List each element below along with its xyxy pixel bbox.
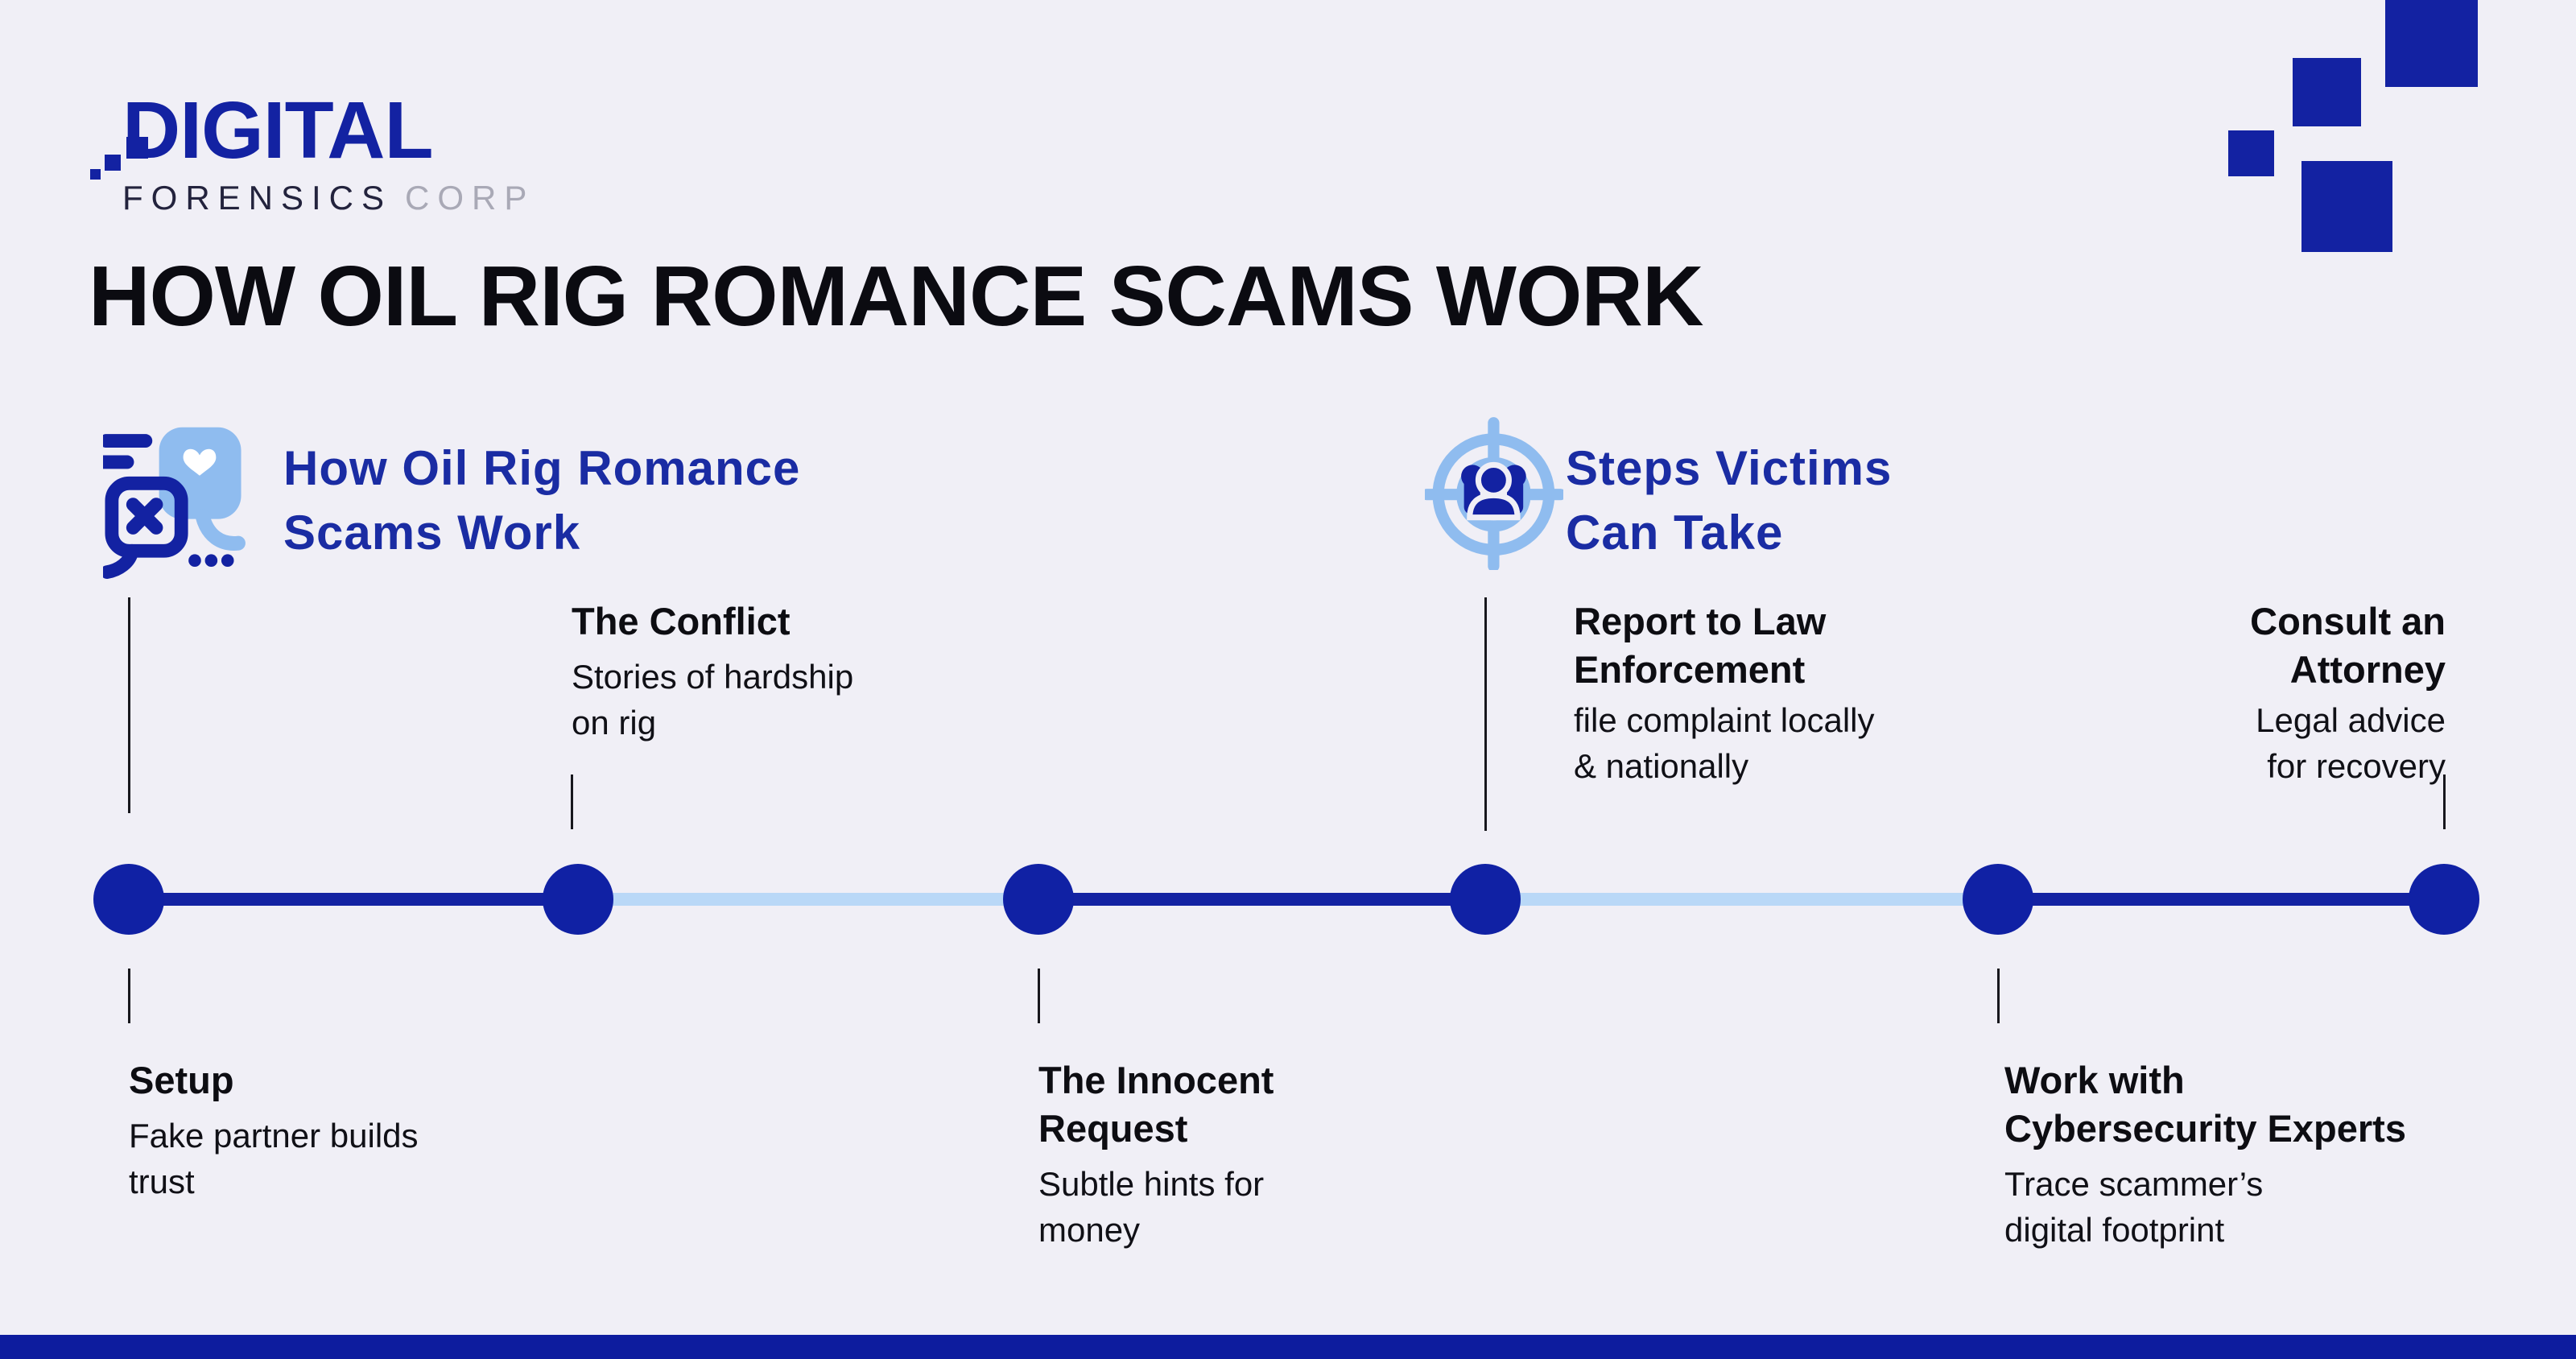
milestone-desc-line1: Legal advice (2256, 701, 2446, 739)
milestone-title-line2: Enforcement (1574, 648, 1806, 691)
section-title-line2: Scams Work (283, 506, 581, 560)
timeline-segment-4 (1485, 893, 1998, 906)
connector-line-attorney (2443, 775, 2446, 829)
logo-wordmark: DIGITAL (90, 85, 535, 180)
connector-line-setup (128, 597, 130, 813)
section-title-how-scams-work: How Oil Rig Romance Scams Work (283, 436, 800, 565)
milestone-desc-line2: money (1038, 1211, 1141, 1249)
crosshair-victim-icon (1425, 417, 1563, 570)
logo-sub-corp: CORP (405, 179, 535, 217)
deco-square-large (2385, 0, 2478, 87)
milestone-title-line2: Cybersecurity Experts (2004, 1107, 2406, 1150)
milestone-title: Setup (129, 1059, 234, 1101)
milestone-desc-line2: & nationally (1574, 747, 1749, 785)
milestone-title-line1: Report to Law (1574, 600, 1827, 642)
logo-word: DIGITAL (122, 85, 434, 176)
connector-line-setup-below (128, 969, 130, 1023)
timeline-node-5 (1963, 864, 2033, 935)
milestone-title: The Conflict (572, 600, 791, 642)
milestone-setup: Setup Fake partner builds trust (129, 1056, 419, 1204)
milestone-desc-line1: Subtle hints for (1038, 1165, 1265, 1203)
connector-line-cyber (1997, 969, 2000, 1023)
deco-square-medium (2293, 58, 2361, 126)
milestone-title-line2: Attorney (2289, 648, 2446, 691)
milestone-desc-line1: Fake partner builds (129, 1117, 419, 1155)
timeline-node-6 (2409, 864, 2479, 935)
timeline-node-2 (543, 864, 613, 935)
milestone-consult-attorney: Consult an Attorney Legal advice for rec… (2250, 597, 2446, 789)
section-title-line1: How Oil Rig Romance (283, 441, 801, 495)
section-title-line1: Steps Victims (1566, 441, 1893, 495)
connector-line-conflict (571, 775, 573, 829)
section-title-steps-victims: Steps Victims Can Take (1566, 436, 1892, 565)
milestone-title-line2: Request (1038, 1107, 1188, 1150)
milestone-desc-line2: for recovery (2267, 747, 2446, 785)
timeline-segment-2 (578, 893, 1038, 906)
timeline-segment-3 (1038, 893, 1485, 906)
logo-sub-forensics: FORENSICS (122, 179, 393, 217)
milestone-cybersecurity-experts: Work with Cybersecurity Experts Trace sc… (2004, 1056, 2406, 1253)
connector-line-request (1038, 969, 1040, 1023)
milestone-desc-line2: on rig (572, 704, 657, 741)
pixel-squares-icon (90, 137, 148, 180)
deco-square-bottom (2301, 161, 2392, 252)
timeline-node-3 (1003, 864, 1074, 935)
milestone-desc-line1: file complaint locally (1574, 701, 1875, 739)
milestone-desc-line1: Trace scammer’s (2004, 1165, 2264, 1203)
page-title: HOW OIL RIG ROMANCE SCAMS WORK (89, 249, 1704, 344)
milestone-title-line1: The Innocent (1038, 1059, 1274, 1101)
chat-heart-block-icon (103, 427, 246, 579)
connector-line-report (1484, 597, 1487, 831)
milestone-title-line1: Consult an (2250, 600, 2446, 642)
deco-square-small (2228, 130, 2274, 176)
logo-subtitle: FORENSICS CORP (122, 179, 535, 217)
milestone-desc-line1: Stories of hardship (572, 658, 854, 696)
milestone-desc-line2: digital footprint (2004, 1211, 2225, 1249)
timeline-node-1 (93, 864, 164, 935)
timeline-segment-1 (129, 893, 578, 906)
milestone-report-law-enforcement: Report to Law Enforcement file complaint… (1574, 597, 1875, 789)
section-title-line2: Can Take (1566, 506, 1784, 560)
footer-accent-bar (0, 1335, 2576, 1359)
timeline-segment-5 (1998, 893, 2444, 906)
milestone-title-line1: Work with (2004, 1059, 2185, 1101)
milestone-desc-line2: trust (129, 1163, 195, 1200)
milestone-innocent-request: The Innocent Request Subtle hints for mo… (1038, 1056, 1274, 1253)
timeline-node-4 (1450, 864, 1521, 935)
milestone-the-conflict: The Conflict Stories of hardship on rig (572, 597, 853, 746)
